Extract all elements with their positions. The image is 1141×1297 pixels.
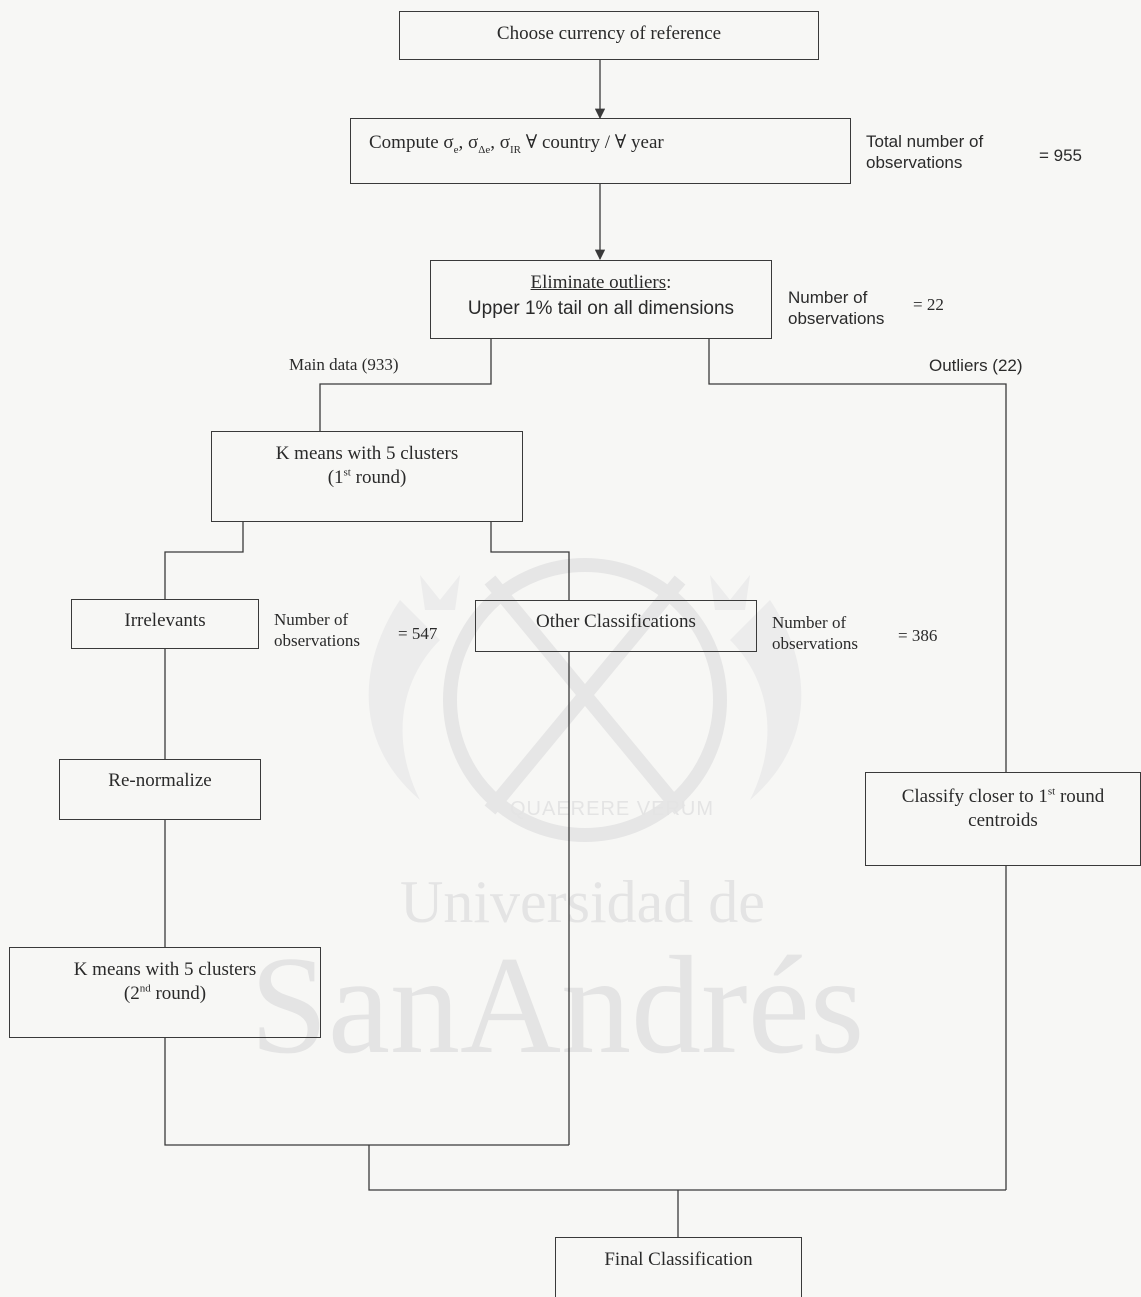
connector-outliers xyxy=(708,339,1007,772)
final-classification-label: Final Classification xyxy=(604,1249,753,1270)
eliminate-title: Eliminate outliers xyxy=(530,272,667,293)
kmeans1-line1: K means with 5 clusters xyxy=(275,443,459,464)
connector-kmeans1-other xyxy=(490,522,570,600)
box-kmeans-round1: K means with 5 clusters (1st round) xyxy=(211,431,523,522)
branch-label-outliers: Outliers (22) xyxy=(929,356,1023,375)
box-compute: Compute σe, σΔe, σIR ∀ country / ∀ year xyxy=(350,118,851,184)
box-choose-currency: Choose currency of reference xyxy=(399,11,819,60)
annotation-other-value: = 386 xyxy=(898,626,938,645)
box-other-classifications: Other Classifications xyxy=(475,600,757,652)
irrelevants-label: Irrelevants xyxy=(124,610,206,631)
box-final-classification: Final Classification xyxy=(555,1237,802,1297)
compute-sub-de: Δe xyxy=(478,143,491,156)
annotation-irrelevant-label: Number of observations xyxy=(274,610,360,650)
compute-sub-e: e xyxy=(453,143,459,156)
connector-merge xyxy=(368,1145,1006,1191)
other-classifications-label: Other Classifications xyxy=(536,611,696,632)
classify-line2: centroids xyxy=(968,810,1038,831)
kmeans2-line1: K means with 5 clusters xyxy=(73,959,257,980)
kmeans2-line2: (2nd round) xyxy=(123,982,207,1004)
box-classify-closer: Classify closer to 1st round centroids xyxy=(865,772,1141,866)
compute-label-mid1: , σ xyxy=(458,132,479,153)
connector-kmeans1-irrelevants xyxy=(164,522,244,599)
eliminate-detail: Upper 1% tail on all dimensions xyxy=(467,298,735,319)
box-eliminate-outliers: Eliminate outliers: Upper 1% tail on all… xyxy=(430,260,772,339)
renormalize-label: Re-normalize xyxy=(108,770,212,791)
kmeans1-line2: (1st round) xyxy=(327,466,407,488)
branch-label-main-data: Main data (933) xyxy=(289,355,399,374)
annotation-other-label: Number of observations xyxy=(772,613,858,653)
annotation-outliers-value: = 22 xyxy=(913,295,944,314)
annotation-outliers-label: Number of observations xyxy=(788,288,885,328)
classify-line1: Classify closer to 1st round xyxy=(901,785,1105,807)
compute-label-suffix: ∀ country / ∀ year xyxy=(521,132,664,153)
annotation-total-value: = 955 xyxy=(1039,146,1083,165)
eliminate-colon: : xyxy=(666,272,672,293)
box-irrelevants: Irrelevants xyxy=(71,599,259,649)
connector-main-data xyxy=(319,339,492,431)
annotation-irrelevant-value: = 547 xyxy=(398,624,438,643)
compute-sub-ir: IR xyxy=(510,143,522,156)
connector-kmeans2-join xyxy=(164,1038,569,1146)
compute-label-prefix: Compute σ xyxy=(369,132,454,153)
box-kmeans-round2: K means with 5 clusters (2nd round) xyxy=(9,947,321,1038)
box-choose-currency-label: Choose currency of reference xyxy=(496,23,722,44)
box-renormalize: Re-normalize xyxy=(59,759,261,820)
compute-label-mid2: , σ xyxy=(490,132,511,153)
annotation-total-label: Total number of observations xyxy=(866,132,984,172)
